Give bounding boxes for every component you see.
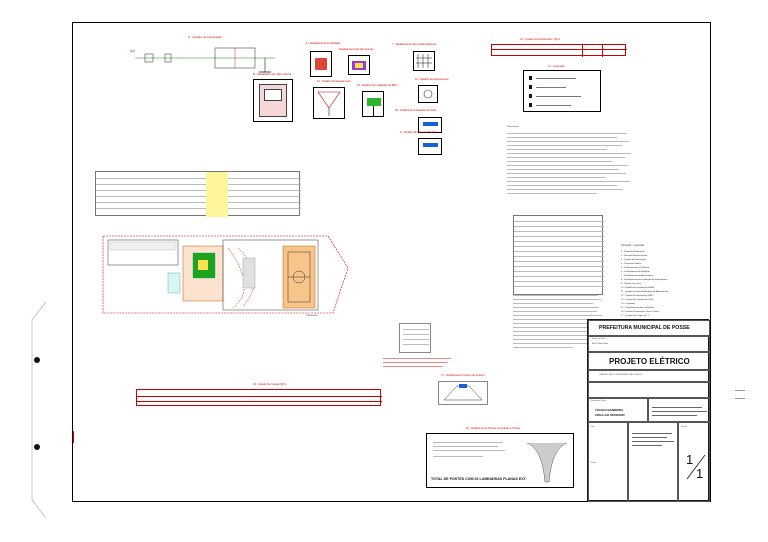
medicao-box — [310, 51, 332, 77]
resp-cell: Responsável Técnico THIAGO BANDEIRA CREA… — [588, 398, 648, 422]
blank-cell — [588, 382, 710, 398]
tick-right-1 — [735, 390, 745, 391]
resp-info-cell — [648, 398, 710, 422]
title-det-aterramento: Detalhamento de Aterramento — [339, 48, 374, 51]
title-quadro-cargas-top: 14 - Quadro de Distribuição - QD 1 — [520, 38, 561, 41]
center-note-text — [383, 356, 453, 370]
title-det-equip: 10 - Detalhe do Equipamento — [415, 78, 449, 81]
title-det-postes-luminarias: 19 - Detalhamento Postes Luminárias e Po… — [466, 427, 521, 430]
drawing-sheet: 5 - Quadro de Iluminação QM 8 - Detalham… — [72, 22, 711, 502]
quadro-cargas-bottom-table — [136, 389, 382, 406]
title-det-poste: 18 - Detalhe de Instalação do Poste — [395, 109, 437, 112]
sheet-number: 1 — [686, 452, 694, 467]
legend-item: 10 - Detalhe de Instalação do BEP — [621, 287, 655, 289]
middle-table — [95, 171, 301, 217]
legend-item: 17 - Quadro de Cargas QD 1 — [621, 315, 650, 317]
center-note-box — [399, 323, 431, 353]
legend-item: 16 - Sistema Iluminação e Ilum. Postes — [621, 311, 659, 313]
quadro-cargas-top-table — [491, 44, 627, 57]
subtitle-cell: QUADRA DO PIAU 12 - SETOR SANTA LUZIA - … — [588, 370, 710, 382]
date-label: Data — [591, 427, 595, 428]
caixa-box — [418, 138, 442, 155]
floor-plan — [102, 235, 349, 314]
title-det-caixa: 9 - Detalhe da Caixa de Medição — [400, 131, 438, 134]
scale-label: Escala — [591, 463, 596, 464]
total-postes: TOTAL DE POSTES COM 02 LUMINÁRIAS PLANAS… — [431, 477, 527, 481]
instalacao-box — [362, 91, 384, 117]
title-quadro-cargas-bottom: 16 - Quadro de Cargas QD 1 — [253, 383, 287, 386]
red-mark — [73, 431, 74, 443]
notes-heading: Observações — [507, 126, 519, 128]
postes-luminarias-box: TOTAL DE POSTES COM 02 LUMINÁRIAS PLANAS… — [426, 433, 574, 488]
det-equip-box — [418, 85, 438, 103]
binding-hole-1 — [34, 357, 40, 363]
ilum-campo-box — [438, 381, 488, 405]
prefeitura-name: PREFEITURA MUNICIPAL DE POSSE — [599, 325, 690, 331]
resp-label: Responsável Técnico — [591, 401, 607, 402]
binding-hole-2 — [34, 444, 40, 450]
title-legendas: 13 - Legendas — [548, 65, 565, 68]
title-det-ilum-campo: 17 - Detalhamento Campo de Futebol — [441, 374, 485, 377]
fold-line — [31, 301, 47, 519]
legend-item: 5 - Detalhamento QD Interior — [621, 267, 650, 269]
address-cell: Endereço da Obra Rua 15 - Bairro Centro — [588, 336, 710, 352]
notes-lines — [507, 131, 632, 201]
title-quadro-medicao: 10 - Detalhe do Equipamento — [317, 80, 351, 83]
title-block: PREFEITURA MUNICIPAL DE POSSE Endereço d… — [587, 319, 710, 502]
legend-item: 2 - Sistema Elétrico Interior — [621, 255, 648, 257]
legend-item: 4 - Diagrama Unifilar — [621, 263, 642, 265]
caixa-eletrica-box — [413, 51, 435, 71]
address-label: Endereço da Obra — [592, 339, 606, 340]
title-det-caixa-eletrica: 7 - Detalhamento das Caixas Elétricas — [392, 43, 437, 46]
date-cell: Data Escala — [588, 422, 628, 502]
title-quadro-iluminacao: 5 - Quadro de Iluminação — [188, 35, 222, 39]
title-det-medicao: 6 - Detalhamento da Medição — [306, 42, 341, 45]
legend-item: 11 - Quadro de Data de Medição de Alimen… — [621, 291, 669, 293]
legend-item: 13 - Quadro de Distribuição (QD) — [621, 299, 654, 301]
sheet-label: Prancha — [681, 427, 687, 428]
project-subtitle: QUADRA DO PIAU 12 - SETOR SANTA LUZIA - … — [599, 375, 643, 376]
legend-heading: Conteúdo - Legendas — [621, 244, 644, 247]
legend-item: 8 - Detalhamento de Instalação de Interr… — [621, 279, 668, 281]
legend-item: 7 - Detalhamento de Aterramento — [621, 275, 654, 277]
legend-item: 15 - Detalhamento das Luminárias — [621, 307, 655, 309]
project-title: PROJETO ELÉTRICO — [609, 357, 690, 366]
svg-text:QM: QM — [130, 49, 135, 53]
legend-item: 6 - Detalhamento da Medição — [621, 271, 650, 273]
legend-item: 3 - Quadro de Iluminação — [621, 259, 646, 261]
aterramento-box — [348, 55, 370, 75]
resp-reg: CREA-GO 0000000/D — [595, 413, 625, 417]
tick-right-2 — [735, 398, 745, 399]
right-table — [513, 215, 604, 295]
resp-name: THIAGO BANDEIRA — [595, 408, 624, 412]
legend-item: 1 - Planta de Iluminação — [621, 251, 645, 253]
legend-item: 14 - Legendas — [621, 303, 635, 305]
address-value: Rua 15 - Bairro Centro — [592, 344, 609, 345]
sheet-cell: Prancha 1 1 — [678, 422, 710, 502]
legend-item: 9 - Detalhe da Caixa — [621, 283, 641, 285]
notes-block-2 — [513, 293, 603, 363]
equip-box — [313, 87, 345, 119]
poste-box — [418, 117, 442, 133]
legendas-box — [523, 70, 601, 112]
planta-label: PLANTA BAIXA — [306, 316, 318, 317]
diagram-unifilar: QM — [130, 47, 275, 73]
content-cell — [628, 422, 678, 502]
sheet-total: 1 — [696, 466, 704, 481]
title-det-qd-interior: 8 - Detalhamento QD Interior — [253, 72, 292, 76]
project-title-cell: PROJETO ELÉTRICO — [588, 352, 710, 370]
legend-item: 12 - Quadro de Iluminação (BEP) — [621, 295, 654, 297]
title-det-instalacao: 15 - Detalhe de Instalação do BEP — [357, 84, 397, 87]
prefeitura-cell: PREFEITURA MUNICIPAL DE POSSE — [588, 320, 710, 336]
qd-interior-box — [253, 79, 293, 122]
